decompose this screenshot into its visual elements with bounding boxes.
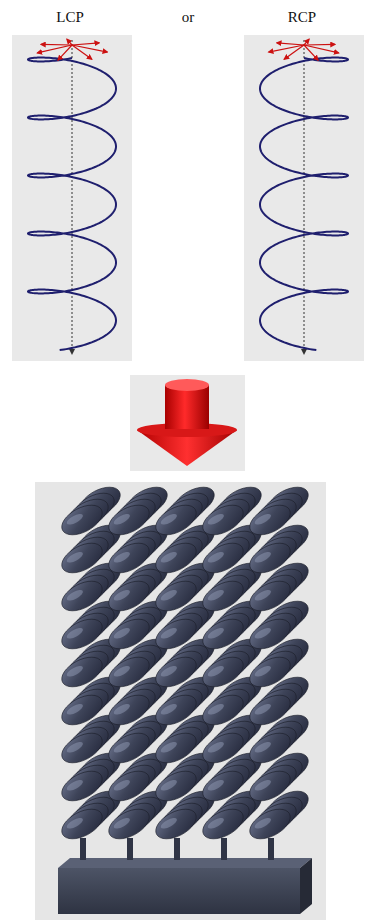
helix-element [104, 651, 154, 693]
helix-element [198, 651, 248, 693]
helix-element [57, 613, 107, 655]
helix-element [151, 499, 201, 541]
helix-element [104, 727, 154, 769]
structure-panel [35, 482, 326, 920]
field-vector [304, 45, 339, 53]
helix-element [245, 765, 295, 807]
helix-element [245, 499, 295, 541]
helix-element [151, 765, 201, 807]
field-vector [67, 39, 72, 45]
field-vector [304, 39, 309, 45]
propagation-axis [304, 40, 305, 352]
helix-element [57, 727, 107, 769]
helix-element [151, 613, 201, 655]
helix-element [57, 575, 107, 617]
helix-array [57, 481, 313, 860]
helix-element [151, 689, 201, 731]
helix-panel [244, 35, 364, 361]
helix-element [151, 727, 201, 769]
rcp-helix [260, 39, 348, 352]
helix-element [198, 689, 248, 731]
helix-element [198, 499, 248, 541]
lcp-helix [28, 39, 116, 352]
helix-element [104, 499, 154, 541]
helix-element [245, 727, 295, 769]
arrow-panel [130, 375, 245, 471]
red-arrow [137, 379, 237, 466]
post [174, 838, 180, 860]
helix-element [245, 613, 295, 655]
helix-element [198, 537, 248, 579]
helix-element [57, 765, 107, 807]
helix-element [198, 765, 248, 807]
helix-element [245, 537, 295, 579]
helix-curve [260, 58, 348, 351]
helix-element [151, 537, 201, 579]
substrate [58, 858, 312, 914]
field-vector [41, 44, 72, 46]
helix-element [57, 537, 107, 579]
field-vector [304, 44, 335, 46]
figure-label: or [182, 9, 195, 26]
helix-element [104, 765, 154, 807]
field-vector [284, 45, 304, 59]
field-vector [72, 45, 92, 59]
helix-element [245, 651, 295, 693]
post [221, 838, 227, 860]
helix-element [104, 575, 154, 617]
helix-curve [28, 58, 116, 351]
helix-element [245, 689, 295, 731]
helix-element [151, 575, 201, 617]
post [268, 838, 274, 860]
field-vector [277, 43, 304, 45]
helix-element [57, 499, 107, 541]
helix-element [198, 613, 248, 655]
helix-element [198, 727, 248, 769]
figure-label: LCP [56, 9, 84, 26]
helix-element [104, 537, 154, 579]
helix-element [104, 613, 154, 655]
figure-label: RCP [288, 9, 316, 26]
helix-element [198, 575, 248, 617]
post [80, 838, 86, 860]
helix-element [245, 575, 295, 617]
helix-element [151, 651, 201, 693]
helix-element [104, 689, 154, 731]
helix-element [57, 689, 107, 731]
propagation-axis [72, 40, 73, 352]
post [127, 838, 133, 860]
helix-element [57, 651, 107, 693]
field-vector [72, 43, 99, 45]
helix-panel [12, 35, 132, 361]
field-vector [37, 45, 72, 53]
